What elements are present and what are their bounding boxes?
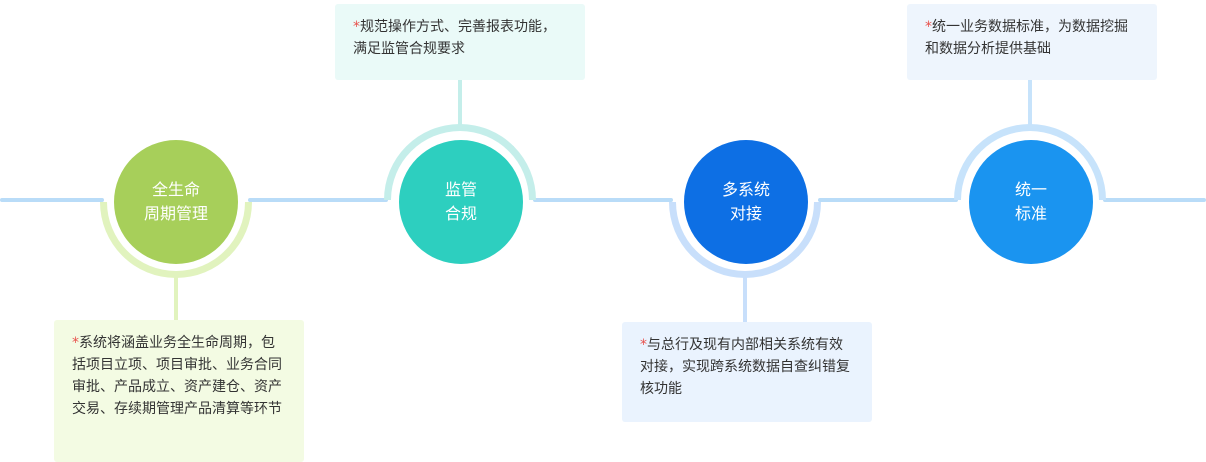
card-text: 与总行及现有内部相关系统有效对接，实现跨系统数据自查纠错复核功能	[640, 337, 850, 397]
node-label-line1: 监管	[444, 180, 477, 199]
connector-line	[458, 79, 462, 127]
node-regulatory-compliance: 监管 合规	[399, 140, 523, 264]
timeline-segment	[0, 198, 104, 202]
node-label-line1: 统一	[1014, 180, 1047, 199]
timeline-segment	[1103, 198, 1206, 202]
node-label-line1: 全生命	[151, 180, 200, 199]
description-card-standard: *统一业务数据标准，为数据挖掘和数据分析提供基础	[907, 4, 1157, 80]
description-card-compliance: *规范操作方式、完善报表功能，满足监管合规要求	[335, 4, 585, 80]
card-text: 统一业务数据标准，为数据挖掘和数据分析提供基础	[925, 19, 1128, 57]
node-lifecycle-management: 全生命 周期管理	[114, 140, 238, 264]
node-label-line2: 周期管理	[143, 204, 208, 223]
node-multi-system-integration: 多系统 对接	[684, 140, 808, 264]
node-label-line2: 对接	[729, 204, 762, 223]
card-text: 规范操作方式、完善报表功能，满足监管合规要求	[353, 19, 556, 57]
description-card-lifecycle: *系统将涵盖业务全生命周期，包括项目立项、项目审批、业务合同审批、产品成立、资产…	[54, 320, 304, 462]
asterisk-marker: *	[640, 337, 647, 353]
connector-line	[743, 273, 747, 323]
timeline-segment	[818, 198, 958, 202]
description-card-integration: *与总行及现有内部相关系统有效对接，实现跨系统数据自查纠错复核功能	[622, 322, 872, 422]
connector-line	[1028, 79, 1032, 127]
asterisk-marker: *	[353, 19, 360, 35]
asterisk-marker: *	[925, 19, 932, 35]
timeline-segment	[248, 198, 388, 202]
connector-line	[174, 273, 178, 323]
node-label-line2: 标准	[1014, 204, 1047, 223]
node-label-line2: 合规	[444, 204, 477, 223]
node-unified-standard: 统一 标准	[969, 140, 1093, 264]
asterisk-marker: *	[72, 335, 79, 351]
timeline-segment	[533, 198, 673, 202]
card-text: 系统将涵盖业务全生命周期，包括项目立项、项目审批、业务合同审批、产品成立、资产建…	[72, 335, 282, 417]
node-label-line1: 多系统	[721, 180, 770, 199]
